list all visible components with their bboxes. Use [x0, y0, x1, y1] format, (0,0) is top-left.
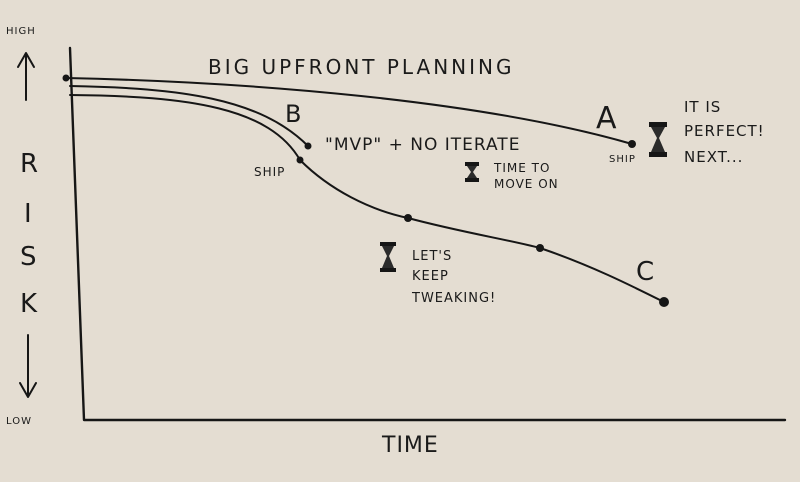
arrow-down-icon [19, 334, 37, 398]
y-axis-letter-r: R [20, 149, 39, 179]
curve-b-end-point [304, 142, 312, 150]
time-to-move-on-line-2: MOVE ON [494, 177, 559, 191]
hourglass-icon-move-on [465, 162, 479, 182]
curve-b-label: B [285, 100, 302, 128]
chart-title: BIG UPFRONT PLANNING [208, 55, 514, 79]
ship-label-b: SHIP [254, 165, 285, 179]
curve-c-ship-point [296, 156, 304, 164]
it-is-perfect-line-3: NEXT... [684, 148, 743, 166]
curve-c-end-point [659, 297, 669, 307]
lets-keep-tweaking-line-1: LET'S [412, 249, 452, 264]
curve-c [69, 94, 665, 303]
x-axis-label: TIME [381, 433, 439, 458]
curve-a-label: A [596, 101, 618, 136]
curve-b [69, 85, 309, 147]
hourglass-icon-keep-tweaking [380, 242, 396, 272]
arrow-up-icon [17, 52, 35, 101]
y-axis-letter-i: I [24, 199, 33, 229]
curve-c-label: C [636, 257, 655, 287]
lets-keep-tweaking-line-2: KEEP [412, 269, 449, 284]
ship-label-a: SHIP [609, 154, 636, 165]
it-is-perfect-line-2: PERFECT! [684, 122, 765, 140]
hourglass-icon-perfect [649, 122, 667, 157]
curve-a-ship-point [628, 140, 636, 148]
time-to-move-on-line-1: TIME TO [493, 161, 550, 175]
curve-a [65, 77, 633, 145]
y-axis-letter-k: K [20, 289, 38, 319]
mvp-note: "MVP" + NO ITERATE [325, 135, 520, 155]
y-axis-letter-s: S [20, 242, 38, 272]
axis-lines [68, 46, 787, 422]
curve-c-point-2 [404, 214, 412, 222]
it-is-perfect-line-1: IT IS [684, 98, 721, 116]
axes [17, 46, 787, 422]
curve-a-start-point [62, 74, 70, 82]
y-axis-low-label: LOW [6, 416, 32, 427]
curve-c-point-3 [536, 244, 544, 252]
y-axis-high-label: HIGH [6, 26, 36, 37]
lets-keep-tweaking-line-3: TWEAKING! [411, 291, 496, 306]
